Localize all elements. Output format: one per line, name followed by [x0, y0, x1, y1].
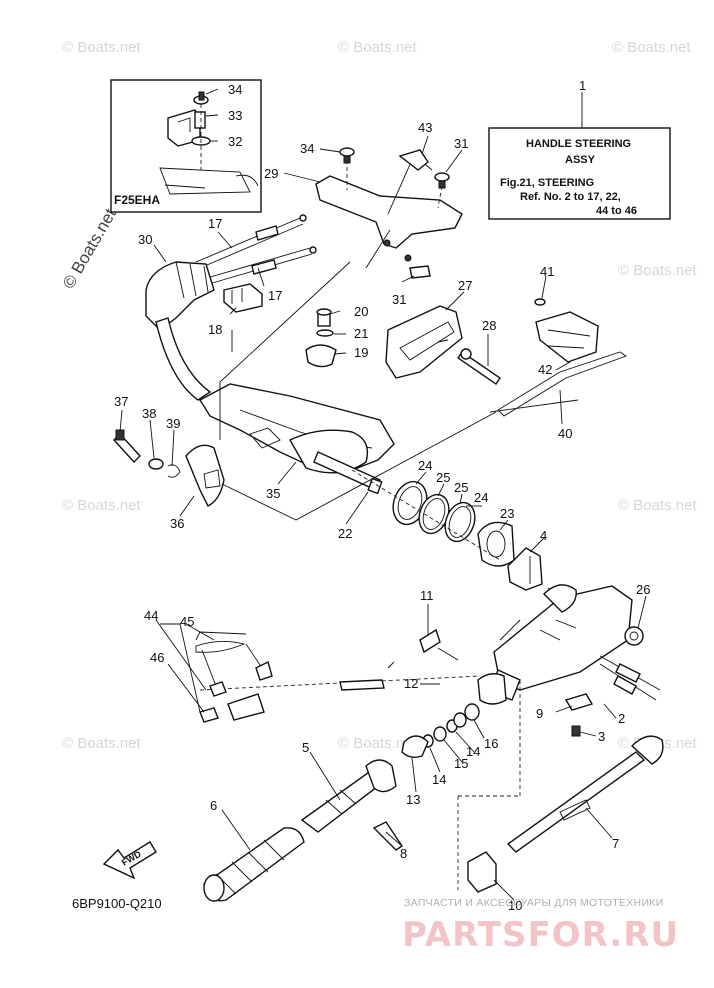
watermark-text: © Boats.net: [618, 262, 697, 279]
callout-31b: 31: [392, 292, 406, 307]
callout-43: 43: [418, 120, 432, 135]
callout-36: 36: [170, 516, 184, 531]
throttle-shaft: [457, 680, 664, 893]
callout-37: 37: [114, 394, 128, 409]
callout-15: 15: [454, 756, 468, 771]
callout-22: 22: [338, 526, 352, 541]
fwd-arrow: FWD: [102, 841, 157, 880]
callout-40: 40: [558, 426, 572, 441]
callout-18: 18: [208, 322, 222, 337]
callout-33: 33: [228, 108, 242, 123]
callout-25b: 25: [454, 480, 468, 495]
callout-14b: 14: [466, 744, 480, 759]
steering-handle: [199, 584, 661, 759]
callout-6: 6: [210, 798, 217, 813]
ref-box-refs-cont: 44 to 46: [596, 205, 637, 217]
callout-38: 38: [142, 406, 156, 421]
throttle-grip: [203, 759, 403, 902]
callout-39: 39: [166, 416, 180, 431]
callout-45: 45: [180, 614, 194, 629]
reference-box: HANDLE STEERING ASSY Fig.21, STEERING Re…: [488, 127, 671, 220]
callout-10: 10: [508, 898, 522, 913]
watermark-text: © Boats.net: [62, 39, 141, 56]
callout-25a: 25: [436, 470, 450, 485]
watermark-text: © Boats.net: [612, 39, 691, 56]
upper-assembly: [113, 147, 627, 507]
callout-14a: 14: [432, 772, 446, 787]
callout-3: 3: [598, 729, 605, 744]
watermark-text: © Boats.net: [62, 735, 141, 752]
callout-23: 23: [500, 506, 514, 521]
ref-box-title: HANDLE STEERING: [526, 138, 631, 150]
callout-11: 11: [420, 588, 434, 603]
callout-42: 42: [538, 362, 552, 377]
callout-9: 9: [536, 706, 543, 721]
callout-32: 32: [228, 134, 242, 149]
callout-30: 30: [138, 232, 152, 247]
callout-46: 46: [150, 650, 164, 665]
callout-5: 5: [302, 740, 309, 755]
dashed-guides: [219, 229, 579, 521]
callout-8: 8: [400, 846, 407, 861]
watermark-text: © Boats.net: [62, 497, 141, 514]
callout-34b: 34: [300, 141, 314, 156]
callout-12: 12: [404, 676, 418, 691]
callout-27: 27: [458, 278, 472, 293]
callout-17b: 17: [268, 288, 282, 303]
lanyard-assembly: [160, 623, 273, 723]
watermark-text: © Boats.net: [338, 39, 417, 56]
callout-4: 4: [540, 528, 547, 543]
callout-20: 20: [354, 304, 368, 319]
callout-13: 13: [406, 792, 420, 807]
brand-tagline: ЗАПЧАСТИ И АКСЕССУАРЫ ДЛЯ МОТОТЕХНИКИ: [404, 897, 664, 909]
callout-16: 16: [484, 736, 498, 751]
callout-26: 26: [636, 582, 650, 597]
callout-19: 19: [354, 345, 368, 360]
callout-17a: 17: [208, 216, 222, 231]
callout-44: 44: [144, 608, 158, 623]
callout-31a: 31: [454, 136, 468, 151]
callout-1: 1: [579, 78, 586, 93]
callout-24b: 24: [474, 490, 488, 505]
callout-24a: 24: [418, 458, 432, 473]
watermark-text: © Boats.net: [338, 735, 417, 752]
callout-29: 29: [264, 166, 278, 181]
diagram-code: 6BP9100-Q210: [72, 896, 162, 911]
callout-34a: 34: [228, 82, 242, 97]
callout-28: 28: [482, 318, 496, 333]
inset-box: F25EHA: [110, 79, 262, 213]
ref-box-subtitle: ASSY: [565, 154, 596, 166]
ref-box-refs: Ref. No. 2 to 17, 22,: [520, 191, 621, 203]
callout-7: 7: [612, 836, 619, 851]
callout-21: 21: [354, 326, 368, 341]
watermark-rotated: © Boats.net: [59, 205, 120, 292]
watermark-text: © Boats.net: [618, 497, 697, 514]
brand-logo: PARTSFOR.RU: [402, 915, 679, 955]
leader-lines: [119, 88, 647, 901]
inset-model-label: F25EHA: [114, 193, 160, 207]
callout-41: 41: [540, 264, 554, 279]
callout-2: 2: [618, 711, 625, 726]
callout-35: 35: [266, 486, 280, 501]
ref-box-figure: Fig.21, STEERING: [500, 177, 594, 189]
callout-labels: 1 2 3 4 5 6 7 8 9 10 11 12 13 14 14 15 1…: [114, 78, 650, 913]
shaft-rings: [351, 469, 543, 591]
